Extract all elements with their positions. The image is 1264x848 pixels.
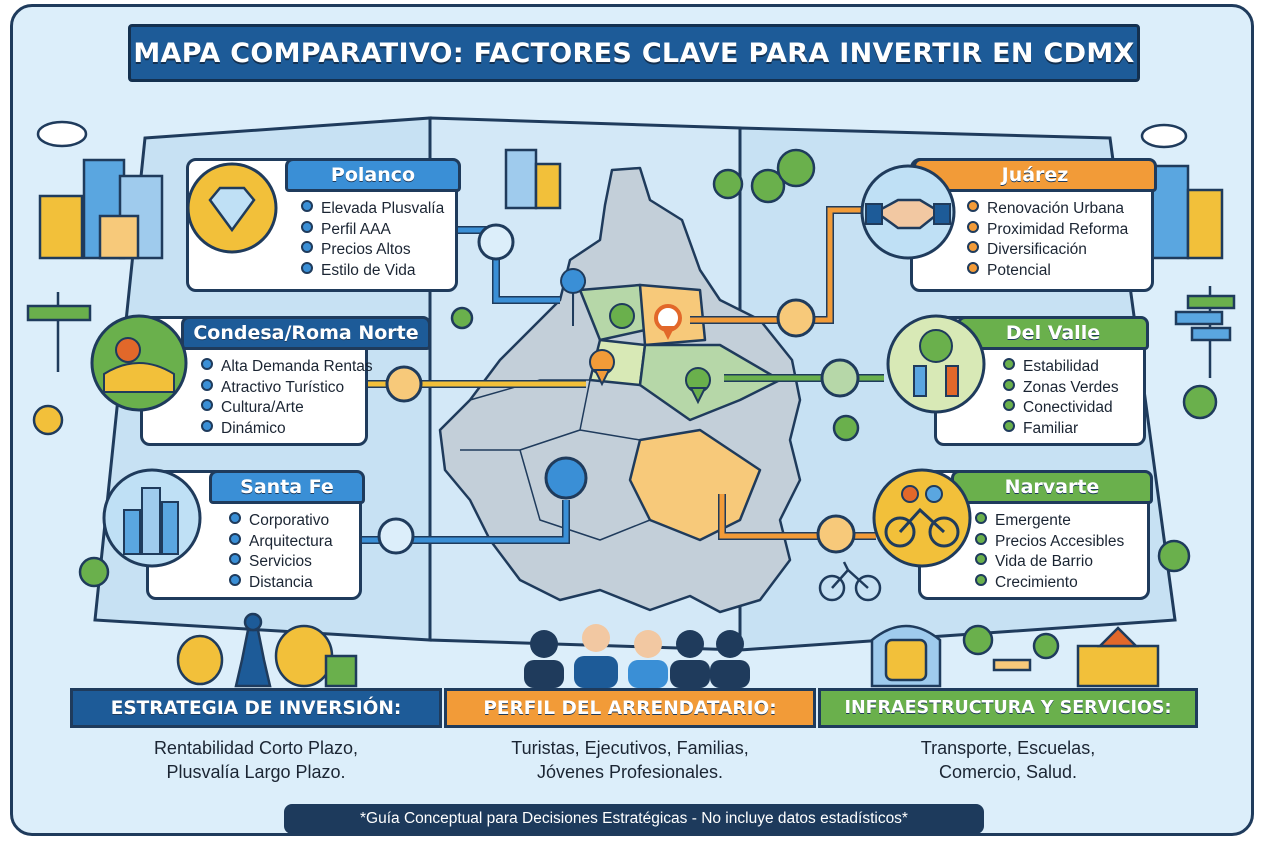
zone-list-juarez: Renovación Urbana Proximidad Reforma Div… (967, 199, 1128, 281)
bicycle-people-icon (872, 468, 972, 568)
strategy-description: Rentabilidad Corto Plazo, Plusvalía Larg… (153, 738, 359, 782)
signpost-left-icon (26, 292, 92, 372)
zone-card-juarez: Juárez Renovación Urbana Proximidad Refo… (910, 158, 1157, 292)
banner-strategy: ESTRATEGIA DE INVERSIÓN: (70, 688, 442, 728)
buildings-right-icon (1146, 164, 1224, 260)
zone-title-polanco: Polanco (285, 158, 461, 192)
zone-card-santa-fe: Santa Fe Corporativo Arquitectura Servic… (146, 470, 365, 600)
handshake-icon (860, 164, 956, 260)
map-pin-polanco (560, 268, 587, 327)
map-pin-condesa (589, 349, 615, 387)
connector-santa-fe (360, 456, 588, 555)
zone-title-juarez: Juárez (913, 158, 1157, 192)
park-culture-icon (90, 314, 188, 412)
family-park-icon (886, 314, 986, 414)
zone-title-santa-fe: Santa Fe (209, 470, 365, 504)
zone-list-del-valle: Estabilidad Zonas Verdes Conectividad Fa… (1003, 357, 1119, 439)
map-pin-juarez (654, 304, 682, 340)
bicycle-icon (818, 561, 882, 602)
zone-title-del-valle: Del Valle (957, 316, 1149, 350)
chess-king-icon (234, 612, 272, 688)
zone-list-polanco: Elevada Plusvalía Perfil AAA Precios Alt… (301, 199, 444, 281)
zone-list-condesa: Alta Demanda Rentas Atractivo Turístico … (201, 357, 373, 439)
zone-title-condesa: Condesa/Roma Norte (181, 316, 431, 350)
park-bench-icon (962, 624, 1060, 672)
signpost-right-icon (1174, 286, 1236, 378)
school-icon (1076, 626, 1160, 688)
zone-card-condesa: Condesa/Roma Norte Alta Demanda Rentas A… (140, 316, 431, 446)
map-pin-del-valle (685, 367, 711, 405)
clouds-icon (36, 120, 1188, 149)
footer-note: *Guía Conceptual para Decisiones Estraté… (284, 804, 984, 834)
buildings-left-icon (38, 158, 164, 260)
cdmx-map (438, 166, 802, 614)
tenant-silhouettes-icon (524, 624, 750, 688)
money-bags-icon (176, 624, 358, 688)
banner-tenant: PERFIL DEL ARRENDATARIO: (444, 688, 816, 728)
title-banner: MAPA COMPARATIVO: FACTORES CLAVE PARA IN… (128, 24, 1140, 82)
page-title: MAPA COMPARATIVO: FACTORES CLAVE PARA IN… (133, 37, 1135, 69)
tenant-description: Turistas, Ejecutivos, Familias, Jóvenes … (511, 738, 749, 782)
connector-del-valle (724, 358, 884, 398)
diamond-icon (186, 162, 278, 254)
connector-narvarte (718, 494, 876, 554)
zone-list-narvarte: Emergente Precios Accesibles Vida de Bar… (975, 511, 1124, 593)
train-icon (870, 624, 942, 688)
trees-icon (32, 148, 1218, 588)
zone-list-santa-fe: Corporativo Arquitectura Servicios Dista… (229, 511, 333, 593)
buildings-top-icon (504, 148, 562, 210)
banner-infra: INFRAESTRUCTURA Y SERVICIOS: (818, 688, 1198, 728)
connector-juarez (690, 206, 862, 338)
connector-condesa (366, 365, 586, 403)
map-pin-center (609, 303, 635, 329)
infra-description: Transporte, Escuelas, Comercio, Salud. (920, 738, 1096, 782)
skyscrapers-icon (102, 468, 202, 568)
connector-polanco (456, 223, 560, 304)
zone-title-narvarte: Narvarte (951, 470, 1153, 504)
